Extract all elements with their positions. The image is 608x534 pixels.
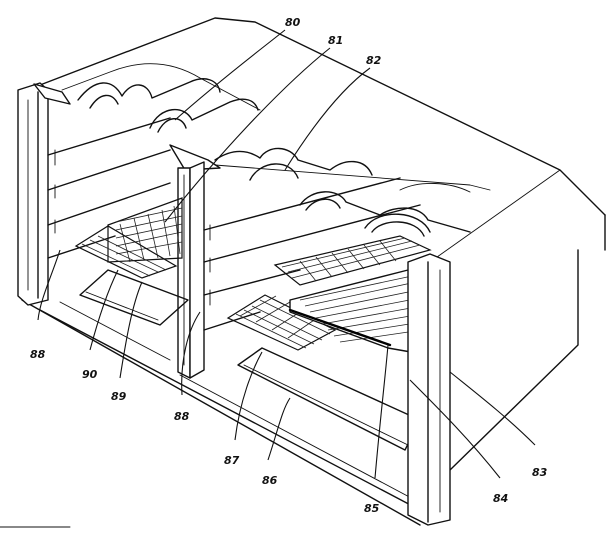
- right-lower-pan: [237, 347, 431, 451]
- callout-89: 89: [111, 390, 127, 403]
- callout-labels: 80 81 82 83 84 85 86 87 88 88 89 90: [30, 16, 548, 515]
- right-frame-post: [407, 253, 451, 526]
- left-heating-element: [61, 63, 261, 133]
- right-rack-rails: [203, 177, 421, 331]
- callout-88-left: 88: [30, 348, 46, 361]
- callout-88-center: 88: [174, 410, 190, 423]
- callout-82: 82: [366, 54, 382, 67]
- left-rack-rails: [47, 117, 171, 259]
- callout-84: 84: [493, 492, 508, 505]
- left-lower-pan: [79, 269, 189, 326]
- center-divider-post: [169, 144, 221, 379]
- callout-85: 85: [364, 502, 380, 515]
- callout-87: 87: [224, 454, 240, 467]
- callout-86: 86: [262, 474, 278, 487]
- callout-90: 90: [82, 368, 98, 381]
- callout-81: 81: [328, 34, 343, 47]
- right-heating-element: [214, 147, 491, 237]
- left-frame-post: [17, 82, 71, 306]
- callout-83: 83: [532, 466, 548, 479]
- cabinet-shell: [21, 17, 606, 526]
- right-upper-rack: [226, 235, 432, 351]
- callout-80: 80: [285, 16, 301, 29]
- leader-lines: [37, 29, 536, 479]
- left-upper-rack: [74, 197, 183, 279]
